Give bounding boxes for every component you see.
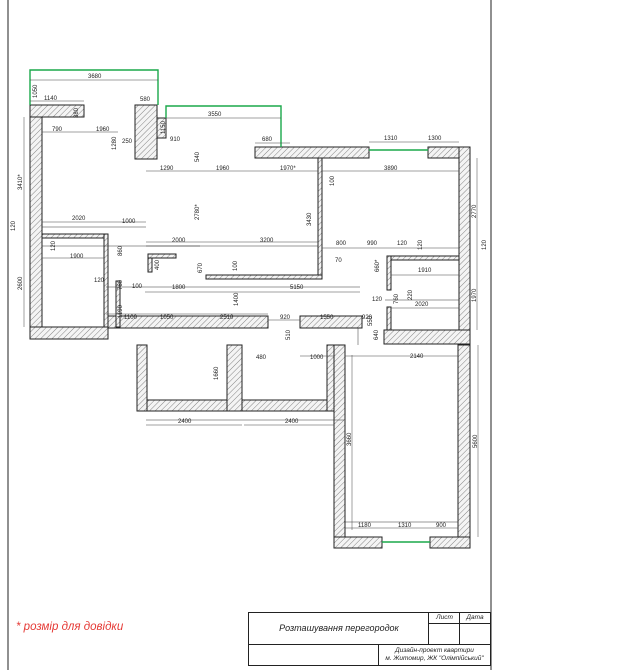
dim-label: 860 — [118, 245, 124, 256]
dim-label: 400 — [155, 259, 161, 270]
dim-label: 1310 — [384, 136, 398, 142]
dim-label: 3660 — [347, 432, 353, 446]
dim-label: 1970* — [280, 166, 296, 172]
date-label: Дата — [466, 614, 484, 621]
walls — [29, 104, 471, 549]
dim-label: 1300 — [428, 136, 442, 142]
dim-label: 120 — [397, 241, 408, 247]
dim-label: 1960 — [216, 166, 230, 172]
sheet-frame — [7, 0, 492, 670]
dim-label: 1550 — [320, 315, 334, 321]
dim-label: 120 — [482, 239, 488, 250]
dim-label: 2020 — [415, 302, 429, 308]
dim-label: 1180 — [358, 523, 372, 529]
dim-label: 120 — [372, 297, 383, 303]
dim-label: 5150 — [290, 285, 304, 291]
dimension-lines — [23, 79, 479, 537]
dim-label: 900 — [436, 523, 447, 529]
dim-label: 2780* — [195, 204, 201, 220]
dim-label: 2000 — [172, 238, 186, 244]
dim-label: 550 — [368, 315, 374, 326]
dim-label: 3430 — [307, 212, 313, 226]
dim-label: 510 — [286, 329, 292, 340]
date-value-cell — [460, 624, 490, 645]
dim-label: 1310 — [398, 523, 412, 529]
dim-label: 1400 — [234, 292, 240, 306]
dim-label: 3680 — [88, 74, 102, 80]
dim-label: 1140 — [44, 96, 58, 102]
dim-label: 100 — [132, 284, 143, 290]
dim-label: 250 — [122, 139, 133, 145]
dim-label: 100 — [233, 260, 239, 271]
dim-label: 1100 — [124, 315, 138, 321]
dim-label: 2400 — [178, 419, 192, 425]
dim-label: 990 — [367, 241, 378, 247]
dim-label: 680 — [262, 137, 273, 143]
dim-label: 2020 — [72, 216, 86, 222]
dim-label: 1150 — [161, 120, 167, 134]
blank-cell — [249, 645, 379, 665]
dim-label: 1900 — [70, 254, 84, 260]
dim-label: 760 — [118, 279, 124, 290]
date-cell: Дата — [460, 613, 490, 624]
dim-label: 660* — [375, 259, 381, 272]
project-line-2: м. Житомир, ЖК "Олімпійський" — [385, 655, 484, 662]
dim-label: 1290 — [160, 166, 174, 172]
dim-label: 2140 — [410, 354, 424, 360]
project-cell: Дизайн-проект квартири м. Житомир, ЖК "О… — [379, 645, 490, 665]
construction-lines — [42, 226, 459, 523]
dim-label: 790 — [52, 127, 63, 133]
dim-label: 3890 — [384, 166, 398, 172]
project-line-1: Дизайн-проект квартири — [395, 647, 474, 654]
dim-label: 480 — [256, 355, 267, 361]
dim-label: 5600 — [473, 434, 479, 448]
dim-label: 920 — [362, 315, 373, 321]
sheet-label: Лист — [436, 614, 453, 621]
dim-label: 1050 — [33, 84, 39, 98]
dim-label: 640 — [374, 329, 380, 340]
dim-label: 1800 — [172, 285, 186, 291]
sheet-cell: Лист — [429, 613, 460, 624]
sheet-value-cell — [429, 624, 460, 645]
dim-label: 70 — [335, 258, 342, 264]
title-cell: Розташування перегородок — [249, 613, 429, 645]
dim-label: 1970 — [472, 288, 478, 302]
dim-label: 120 — [94, 278, 105, 284]
dim-label: 910 — [170, 137, 181, 143]
dim-label: 2510 — [220, 315, 234, 321]
dim-label: 1280 — [112, 136, 118, 150]
dim-label: 3550 — [208, 112, 222, 118]
dim-label: 220 — [408, 289, 414, 300]
dim-label: 760 — [394, 293, 400, 304]
dim-label: 1000 — [122, 219, 136, 225]
dim-label: 1660 — [214, 366, 220, 380]
dim-label: 580 — [140, 97, 151, 103]
dim-label: 920 — [280, 315, 291, 321]
dim-label: 3410* — [18, 174, 24, 190]
dim-label: 2600 — [18, 276, 24, 290]
dim-label: 1910 — [418, 268, 432, 274]
dim-label: 1960 — [96, 127, 110, 133]
dim-label: 380 — [74, 107, 80, 118]
dim-label: 3200 — [260, 238, 274, 244]
dim-label: 120 — [11, 220, 17, 231]
dim-label: 1000 — [310, 355, 324, 361]
dim-label: 1190 — [118, 304, 124, 318]
dim-label: 540 — [195, 151, 201, 162]
dimension-labels: 3680 1050 1140 380 580 3550 790 1960 115… — [11, 74, 488, 529]
reference-size-note: * розмір для довідки — [16, 621, 124, 633]
dim-label: 800 — [336, 241, 347, 247]
dim-label: 100 — [330, 175, 336, 186]
drawing-title: Розташування перегородок — [279, 623, 399, 633]
dim-label: 670 — [198, 262, 204, 273]
windows — [29, 69, 430, 543]
title-block: Розташування перегородок Лист Дата Дизай… — [248, 612, 491, 666]
dim-label: 1050 — [160, 315, 174, 321]
dim-label: 120 — [51, 240, 57, 251]
dim-label: 2400 — [285, 419, 299, 425]
dim-label: 120 — [418, 239, 424, 250]
dim-label: 2770 — [472, 204, 478, 218]
